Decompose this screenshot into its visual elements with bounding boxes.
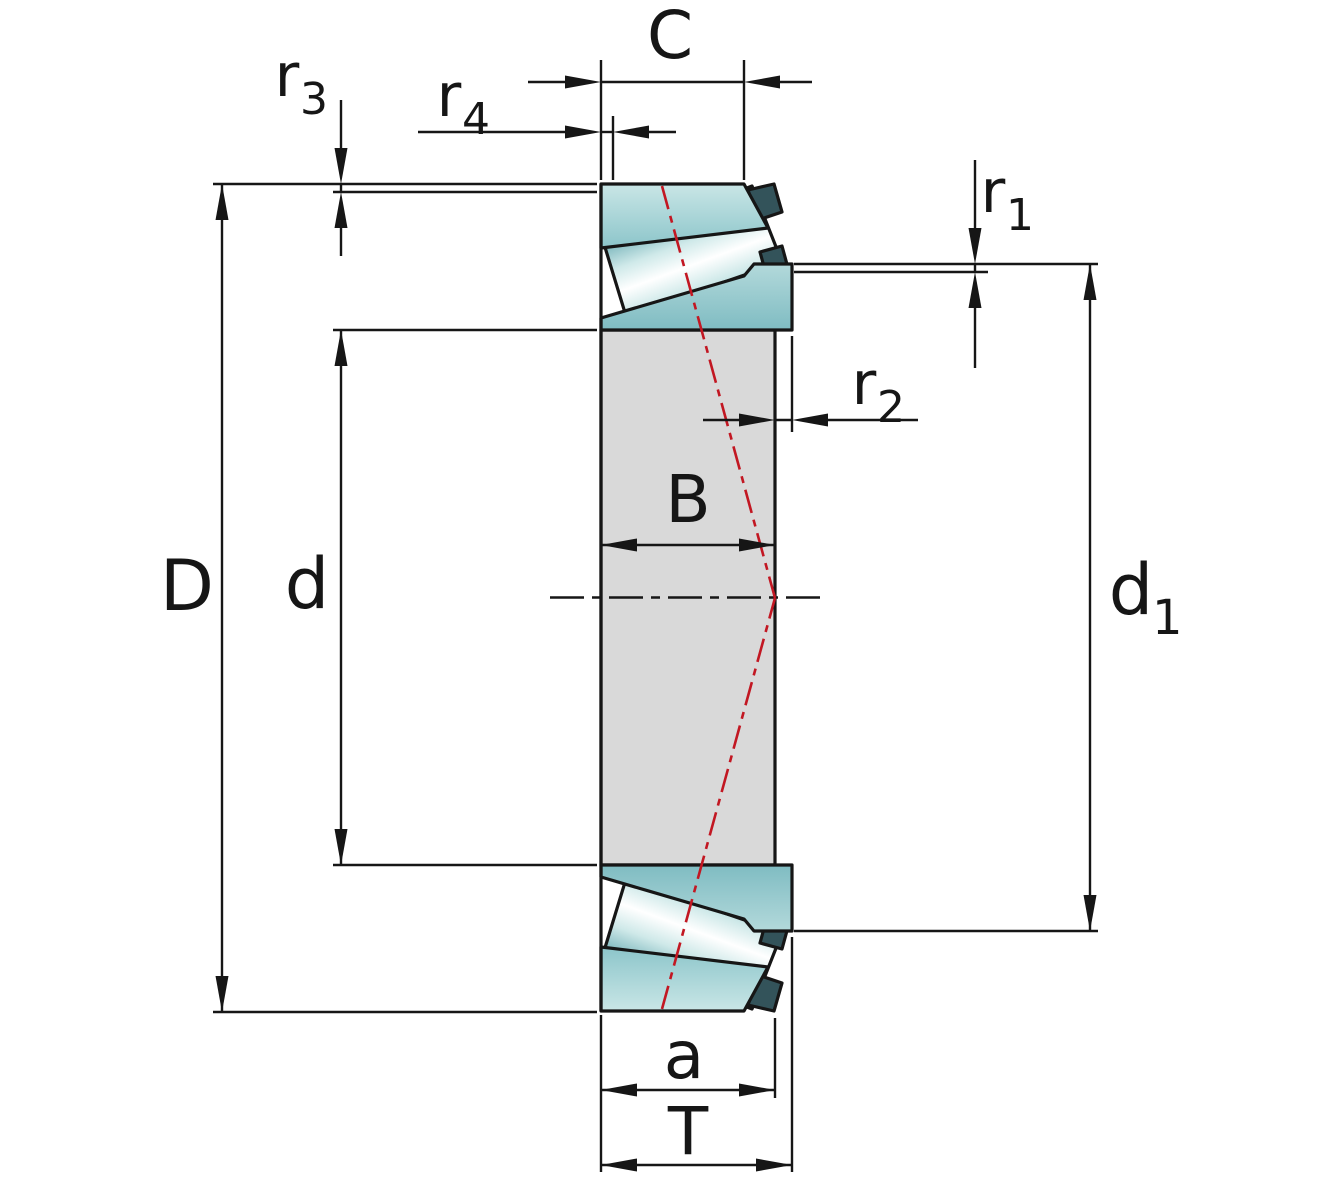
arrowhead bbox=[756, 1158, 792, 1172]
contact-line-top bbox=[660, 185, 777, 599]
label-T: T bbox=[667, 1093, 709, 1170]
arrowhead bbox=[613, 125, 649, 139]
label-r2-sub: 2 bbox=[877, 382, 905, 433]
contact-line-bottom bbox=[660, 597, 777, 1010]
dimension-d: d bbox=[285, 330, 348, 865]
arrowhead bbox=[601, 1083, 637, 1097]
arrowhead bbox=[739, 413, 775, 427]
arrowhead bbox=[565, 75, 601, 89]
label-r4-base: r bbox=[437, 61, 462, 131]
arrowhead bbox=[739, 1083, 775, 1097]
label-r3-base: r bbox=[275, 41, 300, 111]
arrowhead bbox=[334, 829, 348, 865]
label-d1-base: d bbox=[1109, 549, 1153, 631]
extension-lines bbox=[213, 60, 1098, 1172]
arrowhead bbox=[601, 1158, 637, 1172]
label-d: d bbox=[285, 543, 329, 625]
label-C: C bbox=[647, 0, 693, 74]
label-d1-sub: 1 bbox=[1152, 590, 1183, 646]
arrowhead bbox=[215, 184, 229, 220]
arrowhead bbox=[792, 413, 828, 427]
arrowhead bbox=[334, 330, 348, 366]
dimension-B: B bbox=[601, 461, 775, 552]
dimension-r4: r 4 bbox=[418, 61, 676, 145]
label-r2-base: r bbox=[852, 349, 877, 419]
dimension-r3: r 3 bbox=[275, 41, 348, 256]
dimension-a: a bbox=[601, 1017, 775, 1097]
label-a: a bbox=[664, 1017, 704, 1094]
dimension-C: C bbox=[528, 0, 812, 89]
dimension-d1: d 1 bbox=[1083, 264, 1183, 931]
label-B: B bbox=[665, 461, 710, 538]
arrowhead bbox=[565, 125, 601, 139]
arrowhead bbox=[739, 538, 775, 552]
label-r4-sub: 4 bbox=[462, 94, 490, 145]
arrowhead bbox=[334, 192, 348, 228]
label-r1-base: r bbox=[981, 157, 1006, 227]
arrowhead bbox=[1083, 895, 1097, 931]
arrowhead bbox=[744, 75, 780, 89]
dimension-r1: r 1 bbox=[968, 157, 1034, 368]
arrowhead bbox=[215, 976, 229, 1012]
arrowhead bbox=[968, 228, 982, 264]
dimension-D: D bbox=[160, 184, 229, 1012]
arrowhead bbox=[968, 272, 982, 308]
centerlines bbox=[550, 185, 822, 1010]
arrowhead bbox=[601, 538, 637, 552]
dimension-T: T bbox=[601, 1093, 792, 1172]
label-r3-sub: 3 bbox=[300, 74, 328, 125]
dimension-r2: r 2 bbox=[703, 349, 918, 433]
label-r1-sub: 1 bbox=[1006, 190, 1034, 241]
arrowhead bbox=[1083, 264, 1097, 300]
label-D: D bbox=[160, 545, 214, 627]
arrowhead bbox=[334, 148, 348, 184]
